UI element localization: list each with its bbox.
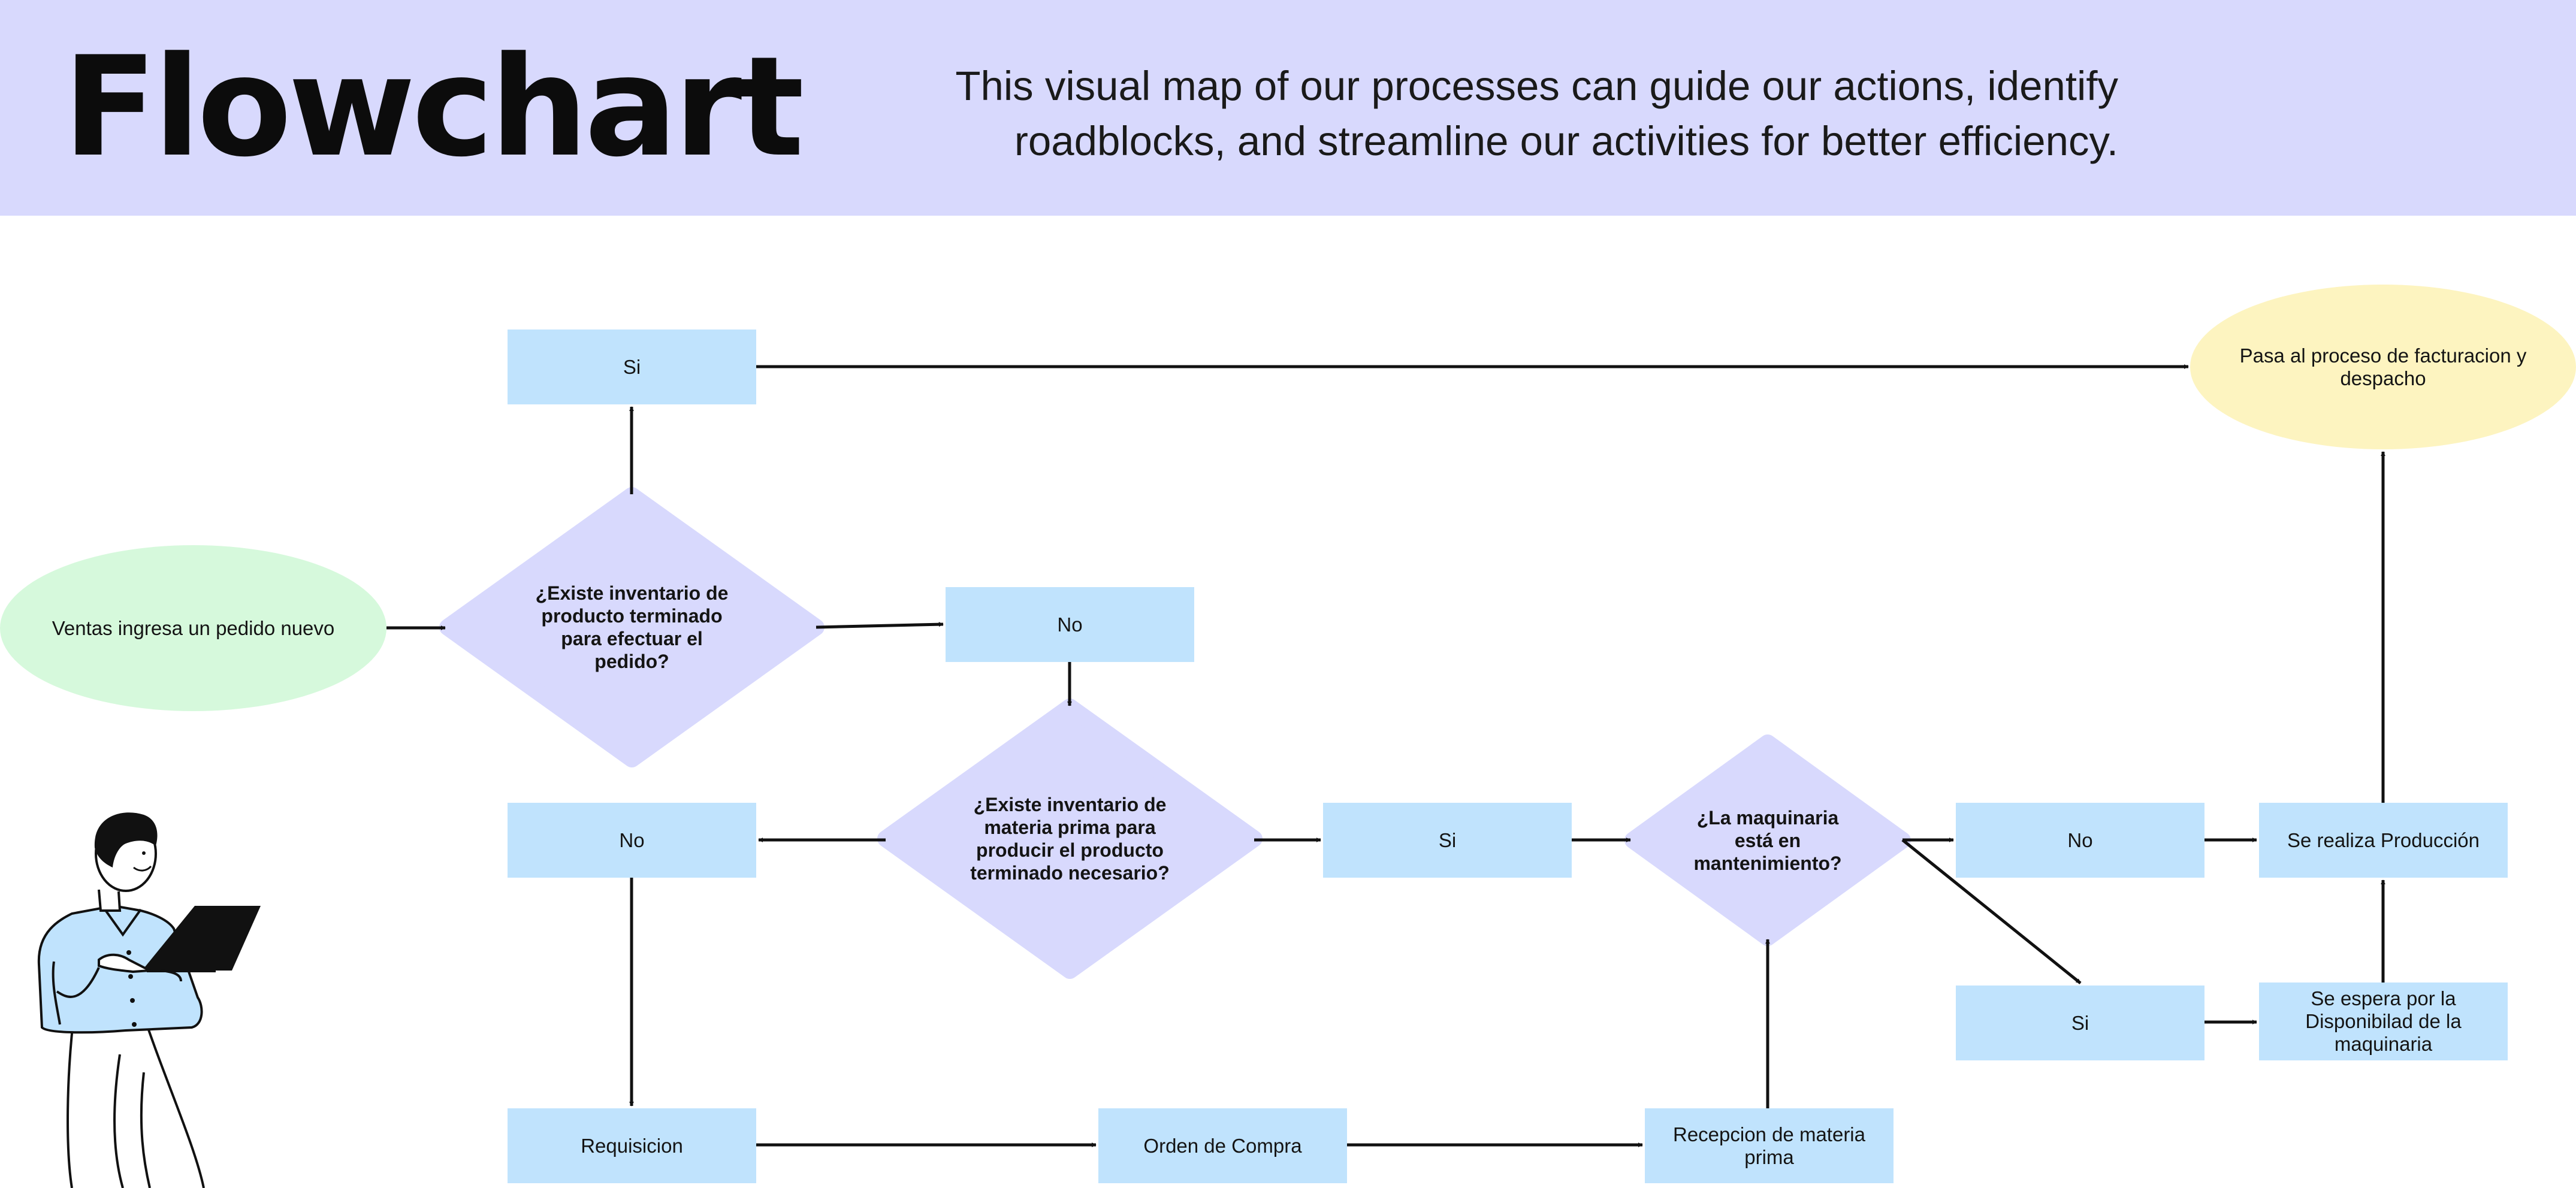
decision-finished-goods-inventory-shape — [439, 487, 825, 767]
process-production-label: Se realiza Producción — [2287, 829, 2480, 851]
process-wait-machinery-label: Se espera por la Disponibilad de la maqu… — [2305, 987, 2462, 1055]
header-banner: Flowchart This visual map of our process… — [0, 0, 2576, 216]
edge-decision3-to-si-right — [1901, 839, 2082, 984]
process-si-mid-label: Si — [1438, 829, 1457, 851]
decision-raw-material-inventory-label: ¿Existe inventario de materia prima para… — [970, 794, 1170, 884]
page-title: Flowchart — [63, 28, 804, 188]
process-purchase-order-shape — [1098, 1108, 1347, 1183]
edge-decision1-to-no-top — [816, 622, 944, 629]
start-ellipse-shape — [0, 545, 386, 711]
process-wait-machinery-shape — [2259, 983, 2508, 1060]
end-ellipse-shape — [2190, 285, 2576, 449]
process-si-top-shape — [508, 330, 756, 404]
process-requisition-shape — [508, 1108, 756, 1183]
process-receive-material-label: Recepcion de materia prima — [1672, 1123, 1865, 1168]
decision-raw-material-inventory-shape — [877, 699, 1263, 979]
start-ellipse-label: Ventas ingresa un pedido nuevo — [52, 616, 335, 639]
end-ellipse-label: Pasa al proceso de facturacion y despach… — [2239, 344, 2527, 389]
decision-machinery-maintenance-shape — [1624, 734, 1911, 946]
process-no-top-shape — [946, 587, 1194, 662]
page-subtitle: This visual map of our processes can gui… — [955, 63, 2118, 164]
process-no-top-label: No — [1057, 613, 1083, 636]
process-no-left-label: No — [619, 829, 645, 851]
decision-machinery-maintenance-label: ¿La maquinaria está en mantenimiento? — [1693, 806, 1842, 874]
process-no-left-shape — [508, 803, 756, 878]
process-receive-material-shape — [1645, 1108, 1894, 1183]
process-si-top-label: Si — [623, 355, 641, 378]
process-si-right-label: Si — [2071, 1011, 2089, 1034]
process-si-mid-shape — [1323, 803, 1572, 878]
process-no-right-label: No — [2067, 829, 2093, 851]
process-production-shape — [2259, 803, 2508, 878]
decision-finished-goods-inventory-label: ¿Existe inventario de producto terminado… — [535, 582, 729, 672]
process-purchase-order-label: Orden de Compra — [1143, 1134, 1302, 1157]
process-requisition-label: Requisicion — [581, 1134, 683, 1157]
process-no-right-shape — [1956, 803, 2204, 878]
process-si-right-shape — [1956, 986, 2204, 1060]
person-with-laptop-icon — [37, 812, 261, 1188]
